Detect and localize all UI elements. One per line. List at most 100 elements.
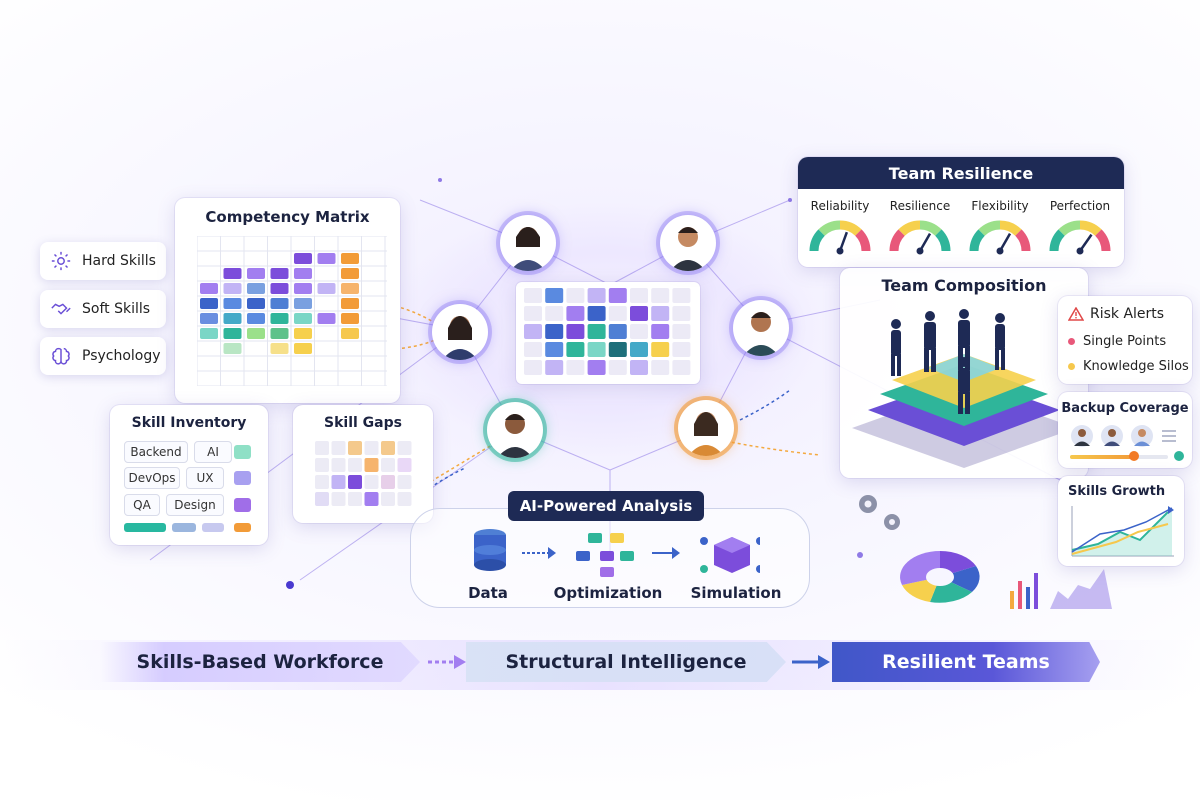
growth-line-chart <box>1071 506 1174 557</box>
matrix-cell <box>341 298 359 309</box>
flow-stage-structural: Structural Intelligence <box>466 642 786 682</box>
skill-tag[interactable]: UX <box>186 467 224 489</box>
team-member-avatar[interactable] <box>487 402 543 458</box>
warning-icon <box>1068 307 1084 321</box>
gauge-arc <box>1079 220 1102 237</box>
chip-label: Psychology <box>82 348 161 364</box>
matrix-cell <box>341 268 359 279</box>
level-bar <box>202 523 224 532</box>
matrix-cell <box>587 342 606 357</box>
gap-cell <box>397 441 412 455</box>
team-member-avatar[interactable] <box>660 215 716 271</box>
gap-cell <box>348 458 362 472</box>
chip-label: Soft Skills <box>82 301 151 317</box>
card-title: Team Resilience <box>798 157 1124 189</box>
card-title: Skill Gaps <box>324 415 402 431</box>
team-member-avatar[interactable] <box>733 300 789 356</box>
gap-cell <box>381 475 395 489</box>
person-icon <box>743 312 779 356</box>
matrix-cell <box>247 328 265 339</box>
gap-cell <box>315 492 329 506</box>
gauge-arc <box>978 220 1001 237</box>
gauge-arc <box>809 229 826 252</box>
skill-tag[interactable]: AI <box>194 441 232 463</box>
gauge-arc <box>919 220 942 237</box>
matrix-cell <box>608 324 627 339</box>
matrix-cell <box>587 324 606 339</box>
gauge-arc <box>1058 220 1081 237</box>
risk-alerts-title: Risk Alerts <box>1090 306 1165 322</box>
coverage-end-marker <box>1174 451 1184 461</box>
person-icon <box>670 227 706 271</box>
matrix-cell <box>223 343 242 354</box>
gap-cell <box>364 441 379 455</box>
matrix-cell <box>524 360 542 375</box>
gauge-arc <box>889 229 906 252</box>
matrix-cell <box>608 306 627 321</box>
gauge-arc <box>839 220 862 237</box>
gear-icon <box>859 495 900 530</box>
team-member-avatar[interactable] <box>678 400 734 456</box>
card-title: Skills Growth <box>1068 484 1166 499</box>
team-resilience-card: Team Resilience Reliability Resilience F… <box>798 157 1124 267</box>
matrix-cell <box>270 283 289 294</box>
team-composition-card: Team Composition <box>840 268 1088 478</box>
skill-tag[interactable]: Design <box>166 494 224 516</box>
matrix-cell <box>566 306 585 321</box>
matrix-cell <box>223 328 242 339</box>
matrix-cell <box>672 288 691 303</box>
team-member-avatar[interactable] <box>432 304 488 360</box>
skill-tag[interactable]: Backend <box>124 441 188 463</box>
gap-cell <box>381 441 395 455</box>
matrix-cell <box>247 283 265 294</box>
matrix-cell <box>294 283 312 294</box>
coverage-slider-handle[interactable] <box>1128 451 1139 461</box>
gap-cell <box>331 475 346 489</box>
gap-cell <box>397 492 412 506</box>
team-member-avatar[interactable] <box>500 215 556 271</box>
gap-cell <box>348 492 362 506</box>
psychology-chip[interactable]: Psychology <box>40 337 166 375</box>
matrix-cell <box>630 306 648 321</box>
soft-skills-chip[interactable]: Soft Skills <box>40 290 166 328</box>
matrix-cell <box>651 342 670 357</box>
hard-skills-chip[interactable]: Hard Skills <box>40 242 166 280</box>
card-title: Team Composition <box>881 276 1047 295</box>
skill-gaps-card: Skill Gaps <box>293 405 433 523</box>
matrix-cell <box>545 306 564 321</box>
matrix-cell <box>247 298 265 309</box>
matrix-cell <box>317 313 336 324</box>
skill-tag[interactable]: DevOps <box>124 467 180 489</box>
matrix-cell <box>651 360 670 375</box>
matrix-cell <box>223 298 242 309</box>
matrix-cell <box>524 342 542 357</box>
resilience-gauges <box>809 220 1111 255</box>
skill-inventory-card: Skill Inventory Backend AI DevOps UX QA … <box>110 405 268 545</box>
central-skill-matrix <box>516 282 700 384</box>
flow-stage-skills: Skills-Based Workforce <box>100 642 420 682</box>
matrix-cell <box>294 268 312 279</box>
matrix-cell <box>566 342 585 357</box>
bullet-icon <box>1068 363 1075 370</box>
gauge-label: Perfection <box>1049 199 1111 213</box>
matrix-cell <box>247 313 265 324</box>
matrix-cell <box>608 288 627 303</box>
matrix-cell <box>545 324 564 339</box>
matrix-cell <box>247 268 265 279</box>
step-label: Data <box>468 584 508 602</box>
card-title: Competency Matrix <box>205 208 370 226</box>
matrix-cell <box>524 288 542 303</box>
risk-item-label: Knowledge Silos <box>1083 359 1189 374</box>
analysis-title: AI-Powered Analysis <box>508 491 704 521</box>
matrix-cell <box>608 342 627 357</box>
matrix-cell <box>545 360 564 375</box>
matrix-cell <box>294 328 312 339</box>
matrix-cell <box>608 360 627 375</box>
risk-item-label: Single Points <box>1083 334 1167 349</box>
brain-icon <box>52 347 70 365</box>
card-title: Skill Inventory <box>131 415 247 431</box>
gauge-hub <box>916 247 924 255</box>
person-icon <box>688 412 724 456</box>
skill-tag[interactable]: QA <box>124 494 160 516</box>
matrix-cell <box>223 283 242 294</box>
